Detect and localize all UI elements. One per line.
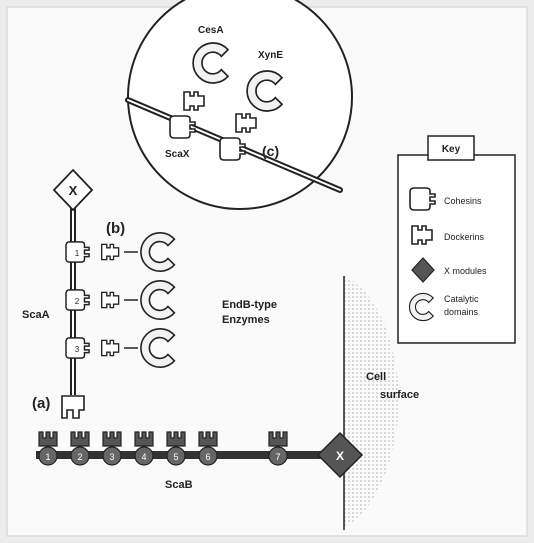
scaa-label: ScaA <box>22 309 50 321</box>
svg-text:3: 3 <box>75 345 80 354</box>
svg-text:Catalytic: Catalytic <box>444 294 479 304</box>
svg-text:X modules: X modules <box>444 266 487 276</box>
scab-label: ScaB <box>165 479 193 491</box>
cell-surface-label-1: Cell <box>366 371 386 383</box>
enzymes-label-2: Enzymes <box>222 314 270 326</box>
key-legend: Key Cohesins Dockerins X modules Catalyt… <box>398 136 515 343</box>
scab-x-label: X <box>336 449 344 463</box>
scab-cohesin-number: 7 <box>275 452 280 462</box>
key-title: Key <box>442 144 461 155</box>
cesa-label: CesA <box>198 25 224 36</box>
svg-text:1: 1 <box>75 249 80 258</box>
panel-a-label: (a) <box>32 395 50 412</box>
cell-surface-label-2: surface <box>380 389 419 401</box>
inset-panel-label: (c) <box>262 143 279 159</box>
scaa-x-label: X <box>69 183 78 198</box>
scab-cohesin-number: 6 <box>205 452 210 462</box>
scab-cohesin-number: 2 <box>77 452 82 462</box>
scab-cohesin-number: 1 <box>45 452 50 462</box>
enzymes-label-1: EndB-type <box>222 299 277 311</box>
svg-text:2: 2 <box>75 297 80 306</box>
xyne-label: XynE <box>258 50 283 61</box>
scab-cohesin-number: 5 <box>173 452 178 462</box>
scab-cohesin-number: 4 <box>141 452 146 462</box>
scab-cohesin-number: 3 <box>109 452 114 462</box>
scax-label: ScaX <box>165 149 190 160</box>
svg-text:Dockerins: Dockerins <box>444 232 485 242</box>
svg-text:Cohesins: Cohesins <box>444 196 482 206</box>
svg-text:domains: domains <box>444 307 479 317</box>
panel-b-label: (b) <box>106 220 125 237</box>
inset-circle: CesA XynE ScaX (c) <box>128 0 352 209</box>
